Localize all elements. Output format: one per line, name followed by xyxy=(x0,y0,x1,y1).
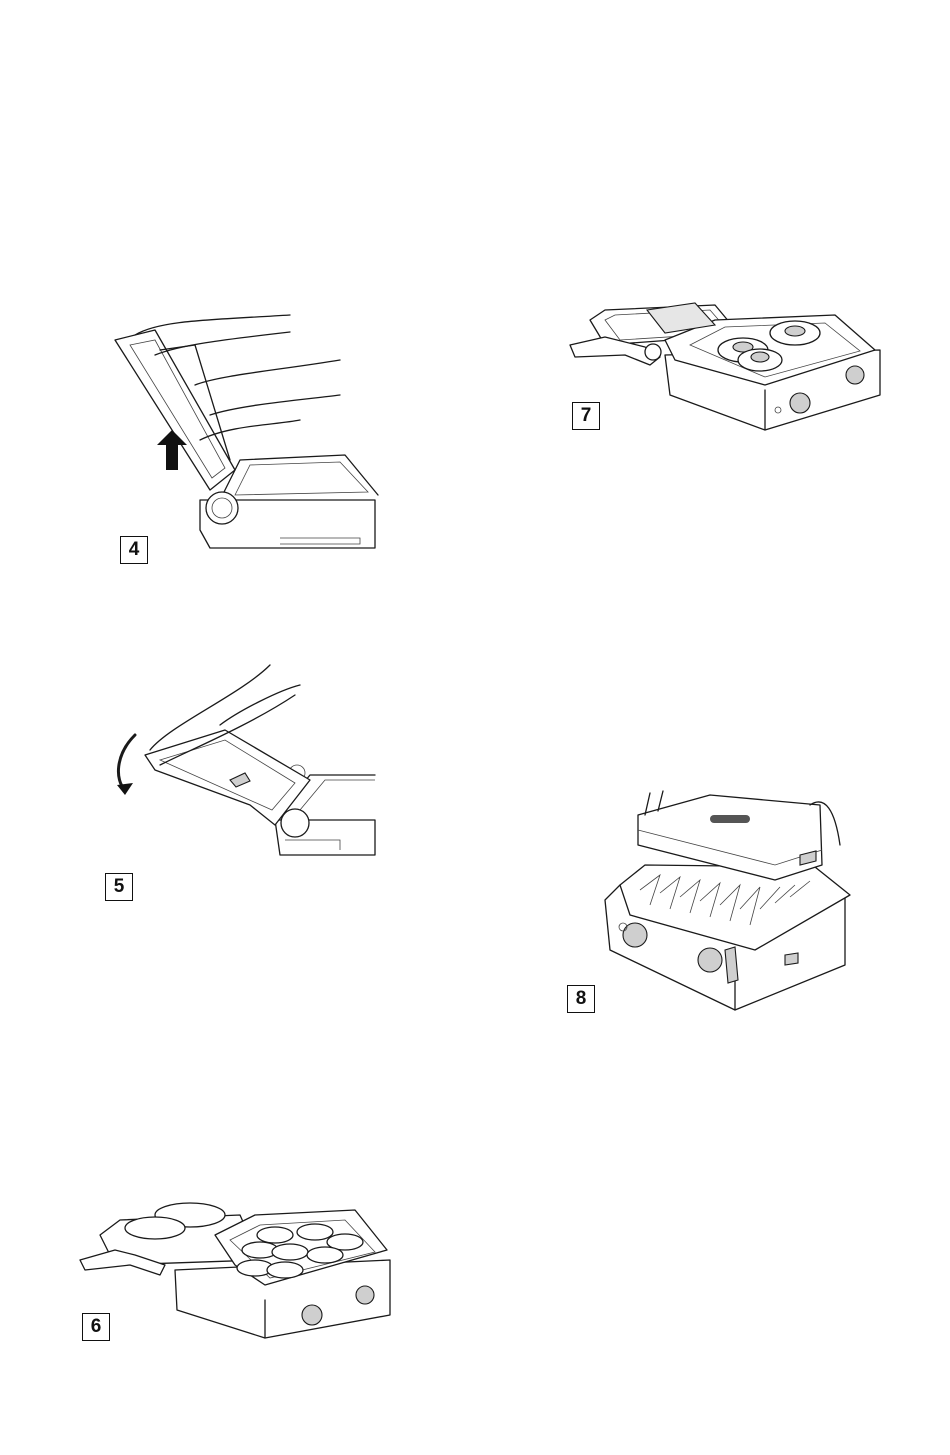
figure-8: 8 xyxy=(560,785,860,1020)
figure-label: 4 xyxy=(120,536,148,564)
figure-4: 4 xyxy=(100,300,380,570)
grill-closed-lid-illustration xyxy=(560,785,860,1020)
figure-6: 6 xyxy=(75,1190,395,1345)
down-arrow-icon xyxy=(118,735,135,790)
figure-7: 7 xyxy=(565,295,885,435)
open-grill-with-food-illustration xyxy=(75,1190,395,1345)
figure-label: 8 xyxy=(567,985,595,1013)
grill-lid-lift-illustration xyxy=(100,300,380,570)
figure-label: 7 xyxy=(572,402,600,430)
figure-5: 5 xyxy=(100,655,380,905)
open-grill-with-eggs-illustration xyxy=(565,295,885,435)
grill-lid-close-illustration xyxy=(100,655,380,905)
figure-label: 6 xyxy=(82,1313,110,1341)
figure-label: 5 xyxy=(105,873,133,901)
